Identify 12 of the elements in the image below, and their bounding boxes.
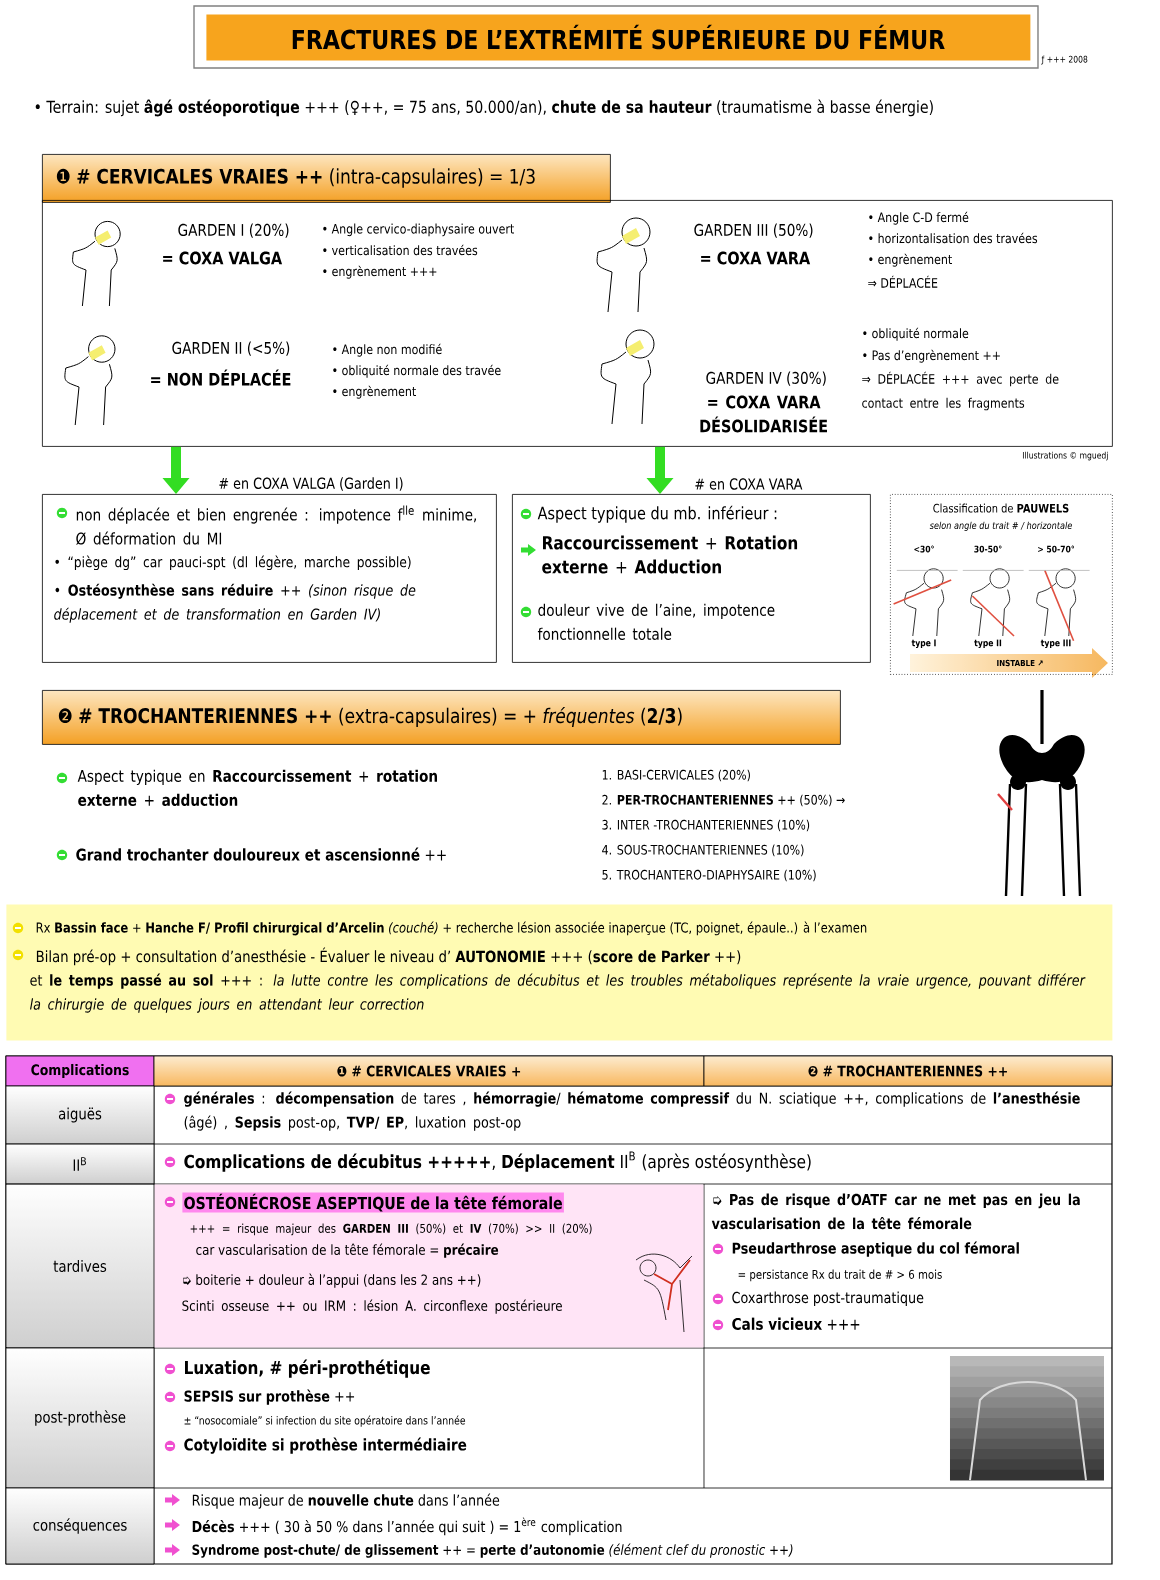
table-cell: Complications de décubitus +++++, Déplacement II$^{B}$ (après ostéosynthèse) xyxy=(164,1151,811,1172)
note-text: Grand trochanter douloureux et ascensionné ++ xyxy=(76,847,446,861)
note-text: Aspect typique en Raccourcissement + rotation externe + adduction xyxy=(77,769,437,806)
label: OSTÉONÉCROSE ASEPTIQUE de la tête fémorale xyxy=(184,1193,562,1212)
note-text: • Terrain: sujet âgé ostéoporotique +++ (♀++, = 75 ans, 50.000/an), chute de sa hauteur (traumatisme à basse énergie) xyxy=(35,99,933,117)
title-banner: FRACTURES DE L’EXTRÉMITÉ SUPÉRIEURE DU FÉMUR xyxy=(193,5,1039,69)
label: Cotyloïdite si prothèse intermédiaire xyxy=(184,1437,467,1454)
section-header: ❶ # CERVICALES VRAIES ++ (intra-capsulaires) = 1/3 xyxy=(42,154,611,203)
label: Cals vicieux +++ xyxy=(732,1317,860,1330)
section-header: ❷ # TROCHANTERIENNES ++ (extra-capsulaires) = + fréquentes (2/3) xyxy=(42,690,841,745)
label: Luxation, # péri-prothétique xyxy=(185,1359,430,1378)
text-box: Aspect typique du mb. inférieur : Raccourcissement + Rotation externe + Adduction douleur vive de l’aine, impotence fonctionnelle totale xyxy=(512,494,871,663)
